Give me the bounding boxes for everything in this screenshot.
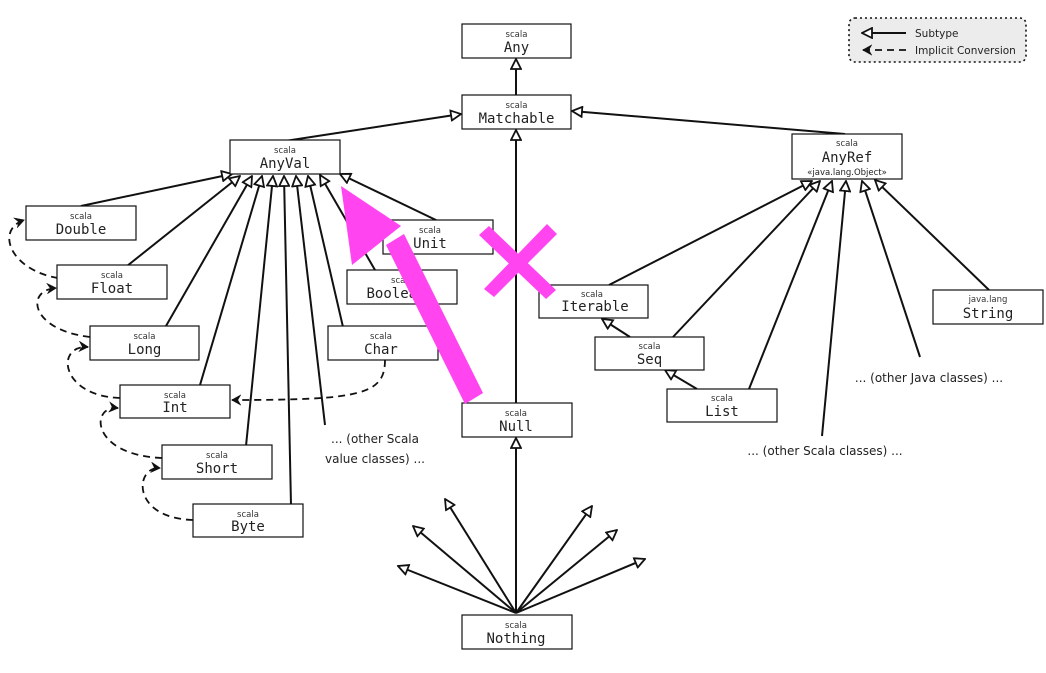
node-anyref-stereotype: «java.lang.Object» [807,168,887,178]
implicit-conversion-edges [8,220,386,521]
edge-list-seq [665,370,698,390]
node-iterable-name: Iterable [561,299,628,315]
edge-list-anyref [748,181,832,390]
edge-double-anyval [80,174,232,207]
node-anyval-package: scala [274,146,296,156]
node-double-package: scala [70,212,92,222]
node-anyval-name: AnyVal [260,156,311,172]
node-string-name: String [963,306,1014,322]
node-list-package: scala [711,394,733,404]
edge-iterable-anyref [608,181,812,286]
edge-char-anyval [308,176,344,328]
conv-byte-short [141,468,194,521]
node-nothing-package: scala [505,621,527,631]
node-byte-name: Byte [231,519,265,535]
node-matchable-package: scala [506,101,528,111]
conv-int-long [66,347,121,399]
annotation-arrow-head-icon [341,186,401,265]
node-short: scala Short [161,444,273,480]
node-any: scala Any [461,23,572,59]
node-unit-package: scala [419,226,441,236]
edge-unit-anyval [340,174,439,222]
node-float: scala Float [56,264,168,300]
node-nothing-name: Nothing [486,631,545,647]
node-char-package: scala [370,332,392,342]
note-other-scala-classes: ... (other Scala classes) ... [747,444,902,458]
node-null: scala Null [461,402,573,438]
edge-nothing-left3 [445,499,517,614]
conv-long-float [36,288,91,338]
edge-othervalue-anyval [296,176,326,426]
node-any-name: Any [504,40,529,56]
conv-float-double [8,220,59,279]
edge-float-anyval [126,176,240,267]
node-float-name: Float [91,281,133,297]
edge-seq-iterable [602,319,631,338]
node-matchable-name: Matchable [479,111,555,127]
node-seq-package: scala [639,342,661,352]
annotation-arrow-shaft [386,234,483,404]
edge-int-anyval [199,176,262,386]
annotation-cross-icon [479,224,557,299]
node-long-name: Long [128,342,162,358]
node-double: scala Double [25,205,137,241]
edge-string-anyref [875,180,990,291]
node-int-name: Int [162,400,187,416]
edge-nothing-right3 [515,559,645,614]
node-any-package: scala [506,30,528,40]
edge-anyref-matchable [572,111,846,135]
node-anyval: scala AnyVal [229,139,341,175]
node-unit-name: Unit [413,236,447,252]
node-iterable: scala Iterable [538,284,649,319]
node-short-package: scala [206,451,228,461]
node-byte: scala Byte [192,503,304,538]
legend-box [848,17,1027,63]
node-double-name: Double [56,222,107,238]
legend: Subtype Implicit Conversion [848,17,1027,63]
edge-nothing-left2 [413,526,517,614]
node-boolean-package: scala [391,276,413,286]
annotation-arrow [341,186,483,404]
node-char: scala Char [327,325,439,361]
edge-nothing-right1 [515,506,592,614]
edge-nothing-left1 [398,566,517,614]
node-anyref: scala AnyRef «java.lang.Object» [791,133,903,180]
edge-byte-anyval [284,176,292,506]
edge-nothing-right2 [515,530,617,614]
node-list: scala List [666,388,778,423]
legend-subtype-label: Subtype [915,28,958,40]
node-nothing: scala Nothing [461,614,573,650]
node-seq-name: Seq [637,352,662,368]
node-long: scala Long [89,325,200,361]
node-long-package: scala [134,332,156,342]
conv-char-int [232,359,386,400]
legend-implicit-label: Implicit Conversion [915,45,1016,57]
edge-short-anyval [245,176,273,447]
node-int-package: scala [164,391,186,401]
edge-anyval-matchable [284,114,461,142]
note-other-value-classes-line2: value classes) ... [325,452,425,466]
node-null-package: scala [505,409,527,419]
node-char-name: Char [364,342,398,358]
edge-seq-anyref [672,181,820,338]
note-other-value-classes-line1: ... (other Scala [331,432,419,446]
node-seq: scala Seq [594,336,705,371]
node-anyref-name: AnyRef [822,150,873,166]
node-list-name: List [705,404,739,420]
edge-otherscala-anyref [821,181,846,437]
node-byte-package: scala [237,510,259,520]
node-matchable: scala Matchable [461,94,572,130]
node-string-package: java.lang [968,295,1008,305]
edge-otherjava-anyref [862,181,921,358]
node-null-name: Null [499,419,533,435]
node-string: java.lang String [932,289,1044,325]
edge-long-anyval [165,176,252,327]
node-short-name: Short [196,461,238,477]
node-anyref-package: scala [836,139,858,149]
node-float-package: scala [101,271,123,281]
note-other-java-classes: ... (other Java classes) ... [855,371,1003,385]
node-int: scala Int [119,384,231,419]
node-iterable-package: scala [581,290,603,300]
